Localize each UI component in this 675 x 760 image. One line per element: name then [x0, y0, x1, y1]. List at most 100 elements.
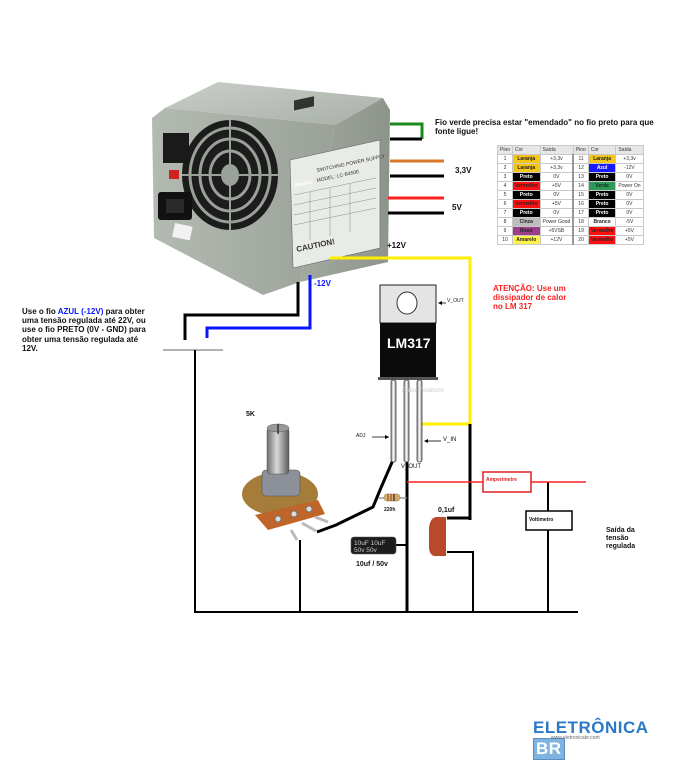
pin-output: 0V [615, 208, 644, 218]
label-5v: 5V [452, 203, 462, 212]
pin-color: Laranja [512, 163, 541, 173]
ammeter-box [482, 471, 532, 493]
vout-tab-label: V_OUT [447, 298, 464, 304]
left-note-rest: para obter uma tensão regulada até 22V, … [22, 307, 146, 353]
label-neg12v: -12V [314, 279, 331, 288]
pin-color: Branco [587, 217, 617, 227]
pin-color: Vermelho [587, 226, 617, 236]
pin-output: 0V [539, 172, 574, 182]
pin-output: +5V [615, 226, 644, 236]
psu-sticker [172, 223, 193, 241]
lm317-leg-vout [403, 379, 410, 463]
pin-color: Laranja [587, 154, 617, 164]
ecap-print-2: 50v 50v [354, 547, 378, 554]
pin-number: 14 [572, 181, 589, 191]
adj-label: ADJ [356, 433, 366, 439]
logo-url: www.eletronicabr.com [551, 735, 600, 741]
pin-color: Preto [512, 208, 541, 218]
green-wire-note: Fio verde precisa estar "emendado" no fi… [435, 118, 654, 137]
pin-output: +5V [539, 199, 574, 209]
pin-number: 2 [496, 163, 514, 173]
header-color-left: Cor [512, 145, 541, 155]
lm317-leg-vin [416, 379, 423, 463]
warning-note: ATENÇÃO: Use um dissipador de calor no L… [493, 284, 567, 312]
pin-color: Preto [512, 190, 541, 200]
left-note-blue: AZUL (-12V) [57, 307, 104, 316]
ecap-body [350, 536, 397, 555]
pin-output: +5V [539, 181, 574, 191]
watermark: Robo Creations [402, 388, 444, 394]
pin-output: +12V [539, 235, 574, 245]
lm317-body [380, 323, 436, 377]
pot-label: 5K [246, 411, 255, 418]
resistor-label: 220h [384, 507, 396, 513]
pin-color: Preto [587, 172, 617, 182]
pin-number: 13 [572, 172, 589, 182]
voltmeter-box [525, 510, 573, 531]
voltmeter-label: Voltimetro [529, 517, 554, 523]
ecap-label: 10uf / 50v [356, 561, 388, 568]
pin-color: Cinza [512, 217, 541, 227]
lm317-regulator [372, 284, 446, 463]
pin-number: 19 [572, 226, 589, 236]
pin-number: 6 [496, 199, 514, 209]
pin-color: Vermelho [512, 199, 541, 209]
lm317-label: LM317 [387, 335, 431, 351]
adj-wire [316, 459, 395, 534]
pin-number: 5 [496, 190, 514, 200]
psu-outlet [163, 133, 189, 163]
pin-number: 3 [496, 172, 514, 182]
pin-number: 4 [496, 181, 514, 191]
pin-output: +3,3v [539, 163, 574, 173]
pin-output: 0V [615, 190, 644, 200]
pinout-header-row: Pino Cor Saída Pino Cor Saída [496, 145, 644, 155]
wire-black-gnd [183, 282, 300, 340]
pin-output: +5V [615, 235, 644, 245]
pin-output: +5VSB [539, 226, 574, 236]
logo-text: ELETRÔNICA [533, 718, 649, 737]
ground-rail [194, 350, 578, 613]
pin-number: 18 [572, 217, 589, 227]
pot-shaft [266, 427, 290, 475]
fan-grille [182, 120, 278, 230]
pin-output: 0V [539, 190, 574, 200]
pin-color: Preto [587, 208, 617, 218]
potentiometer-5k [242, 423, 329, 541]
output-label: Saída da tensão regulada [606, 527, 636, 551]
pot-pin-1 [289, 529, 299, 541]
pin-number: 8 [496, 217, 514, 227]
pin-number: 17 [572, 208, 589, 218]
pin-number: 16 [572, 199, 589, 209]
capacitor-ceramic [429, 517, 446, 557]
pin-color: Amarelo [512, 235, 541, 245]
header-pin-right: Pino [572, 145, 589, 155]
psu-label-grid [293, 177, 377, 240]
pin-output: 0V [539, 208, 574, 218]
pin-color: Preto [512, 172, 541, 182]
pin-output: 0V [615, 199, 644, 209]
vin-label: V_IN [443, 437, 457, 443]
label-3v3: 3,3V [455, 166, 472, 175]
psu-label [289, 139, 381, 269]
psu-wires [183, 122, 472, 426]
capacitor-electrolytic: 10uF 10uF 50v 50v [350, 536, 397, 555]
pin-color: Verde [587, 181, 617, 191]
vout-label: V_OUT [401, 464, 422, 470]
pin-color: Roxo [512, 226, 541, 236]
pin-number: 7 [496, 208, 514, 218]
pin-color: Preto [587, 190, 617, 200]
wire-yellow-12v [330, 256, 472, 426]
ammeter-label: Amperimetre [486, 477, 517, 483]
ecap-print-1: 10uF 10uF [354, 540, 385, 547]
pin-number: 11 [572, 154, 589, 164]
header-pin-left: Pino [496, 145, 514, 155]
